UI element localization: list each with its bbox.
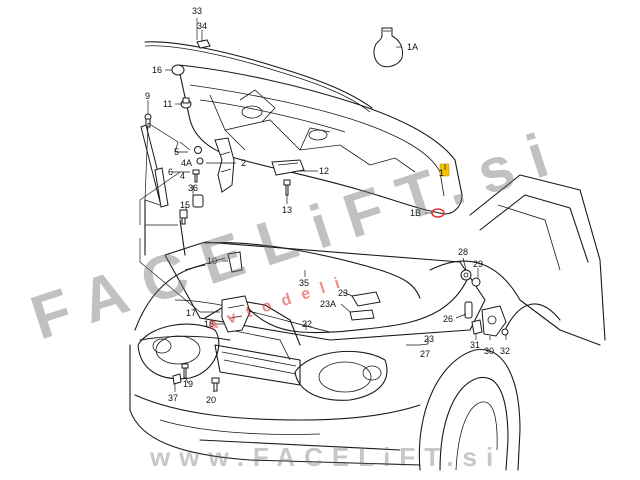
callout-12: 12 [319, 166, 329, 176]
callout-2: 2 [241, 158, 246, 168]
callout-1b: 1B [410, 208, 421, 218]
part-23-handle [351, 291, 381, 307]
part-17-lock [221, 295, 251, 333]
callout-33: 33 [192, 6, 202, 16]
callout-23: 23 [338, 288, 348, 298]
hood-highlight-marker [439, 163, 450, 177]
part-19-bolt [181, 363, 189, 379]
callout-23b: 23 [424, 334, 434, 344]
callout-9: 9 [145, 91, 150, 101]
leader-lines [139, 18, 507, 393]
hood-seal-strip [144, 41, 373, 109]
part-16-plug [171, 64, 185, 76]
part-26-lever [464, 301, 473, 319]
callout-1a: 1A [407, 42, 418, 52]
callout-11: 11 [163, 99, 172, 109]
car-body [129, 174, 606, 471]
callout-labels: 1A 33 34 16 9 11 5 4A 2 6 4 36 15 12 13 … [145, 6, 510, 405]
part-4a [196, 157, 204, 165]
callout-27: 27 [420, 349, 430, 359]
part-34-clip [196, 39, 211, 49]
part-12-bracket [271, 159, 305, 176]
part-10-guide [227, 251, 243, 273]
callout-37: 37 [168, 393, 178, 403]
callout-19: 19 [183, 379, 193, 389]
part-1a-bag [373, 27, 403, 68]
callout-32: 32 [500, 346, 510, 356]
part-13-bolt [283, 179, 291, 196]
watermark-footer: www.FACELiFT.si [149, 442, 502, 472]
hood-panel [177, 64, 463, 215]
callout-16: 16 [152, 65, 162, 75]
callout-17: 17 [186, 308, 196, 318]
part-11-buffer [180, 97, 192, 109]
callout-1: 1 [439, 168, 444, 178]
part-5-bolt [194, 146, 202, 154]
callout-31: 31 [470, 340, 480, 350]
part-20-bolt [211, 377, 220, 392]
callout-30: 30 [484, 346, 494, 356]
part-37-pin [172, 373, 182, 385]
callout-23a: 23A [320, 299, 336, 309]
part-15-nut [179, 209, 188, 225]
callout-35: 35 [299, 278, 309, 288]
callout-29: 29 [473, 259, 483, 269]
callout-20: 20 [206, 395, 216, 405]
callout-5: 5 [174, 147, 179, 157]
bay-seal-strip [204, 242, 421, 299]
callout-36: 36 [188, 183, 198, 193]
callout-4a: 4A [181, 158, 192, 168]
part-22-release-cable [247, 277, 469, 334]
callout-22: 22 [302, 319, 312, 329]
callout-10: 10 [207, 256, 217, 266]
callout-13: 13 [282, 205, 292, 215]
callout-15: 15 [180, 200, 190, 210]
callout-4: 4 [180, 171, 185, 181]
part-4-bolt [192, 169, 200, 183]
part-29-cable-end [471, 277, 481, 287]
front-wheel [418, 349, 521, 471]
part-23a [349, 309, 375, 321]
part-28-grommet [460, 269, 472, 281]
part-32-screw [501, 328, 509, 336]
callout-6: 6 [168, 167, 173, 177]
part-36-bolt [192, 194, 204, 208]
callout-18: 18 [204, 319, 214, 329]
callout-34: 34 [197, 21, 207, 31]
right-headlight [294, 350, 388, 401]
part-2-hinge [214, 137, 235, 193]
callout-26: 26 [443, 314, 453, 324]
part-31-clip [471, 319, 483, 335]
left-headlight [137, 323, 220, 380]
part-30-handle-housing [481, 305, 507, 337]
callout-28: 28 [458, 247, 468, 257]
